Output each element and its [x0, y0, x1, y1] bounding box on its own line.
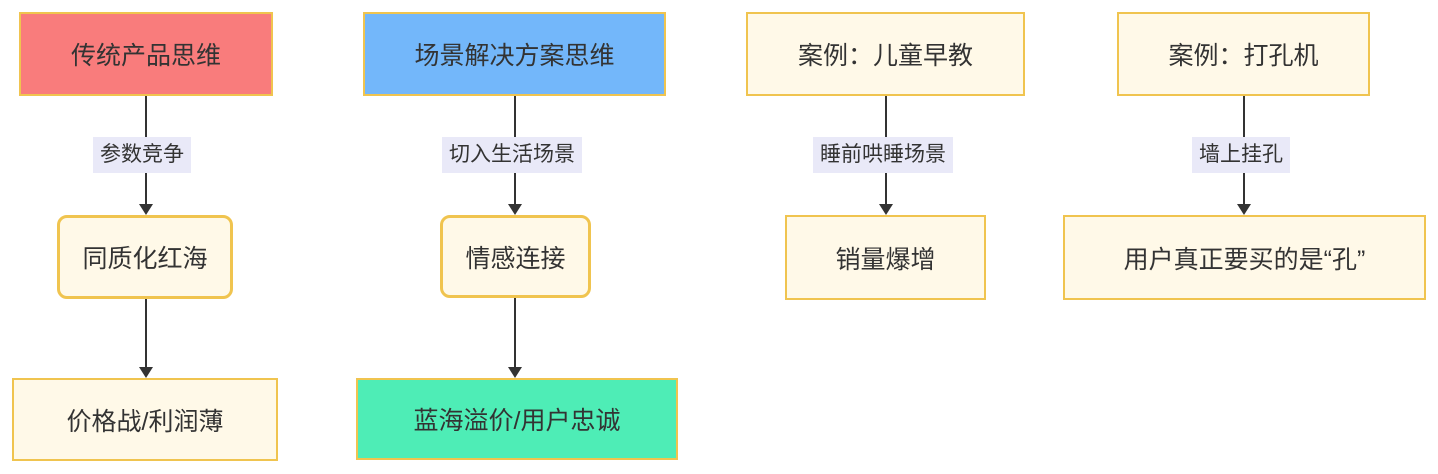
- arrowhead-down-icon: [508, 367, 522, 378]
- node-label: 用户真正要买的是“孔”: [1123, 245, 1366, 274]
- node-label: 销量爆增: [835, 245, 936, 274]
- node-label: 案例：打孔机: [1168, 42, 1319, 70]
- node-homogenized-red-sea: 同质化红海: [57, 215, 233, 299]
- node-blue-ocean-premium-loyalty: 蓝海溢价/用户忠诚: [356, 378, 678, 460]
- arrowhead-down-icon: [139, 204, 153, 215]
- node-label: 场景解决方案思维: [414, 42, 615, 70]
- node-label: 案例：儿童早教: [797, 42, 973, 70]
- node-users-really-buy-the-hole: 用户真正要买的是“孔”: [1063, 215, 1426, 300]
- edge-label-enter-life-scenario: 切入生活场景: [442, 137, 582, 173]
- edge-label-parameter-competition: 参数竞争: [93, 137, 191, 173]
- arrowhead-down-icon: [1237, 204, 1251, 215]
- edge-label-bedtime-soothing-scenario: 睡前哄睡场景: [813, 137, 953, 173]
- edge-label-hole-on-wall: 墙上挂孔: [1192, 137, 1290, 173]
- node-label: 蓝海溢价/用户忠诚: [413, 407, 621, 435]
- node-price-war-thin-profit: 价格战/利润薄: [12, 378, 278, 461]
- node-label: 传统产品思维: [70, 42, 221, 70]
- arrowhead-down-icon: [139, 367, 153, 378]
- node-traditional-product-thinking: 传统产品思维: [19, 12, 273, 96]
- arrowhead-down-icon: [508, 204, 522, 215]
- node-label: 同质化红海: [82, 245, 208, 273]
- edge-line: [145, 299, 147, 367]
- node-case-children-early-education: 案例：儿童早教: [746, 12, 1025, 96]
- node-emotional-connection: 情感连接: [440, 215, 591, 298]
- node-sales-surge: 销量爆增: [785, 215, 986, 300]
- node-case-drill: 案例：打孔机: [1117, 12, 1370, 96]
- node-scenario-solution-thinking: 场景解决方案思维: [363, 12, 666, 96]
- node-label: 情感连接: [465, 244, 566, 273]
- edge-line: [514, 298, 516, 367]
- node-label: 价格战/利润薄: [66, 407, 224, 436]
- arrowhead-down-icon: [879, 204, 893, 215]
